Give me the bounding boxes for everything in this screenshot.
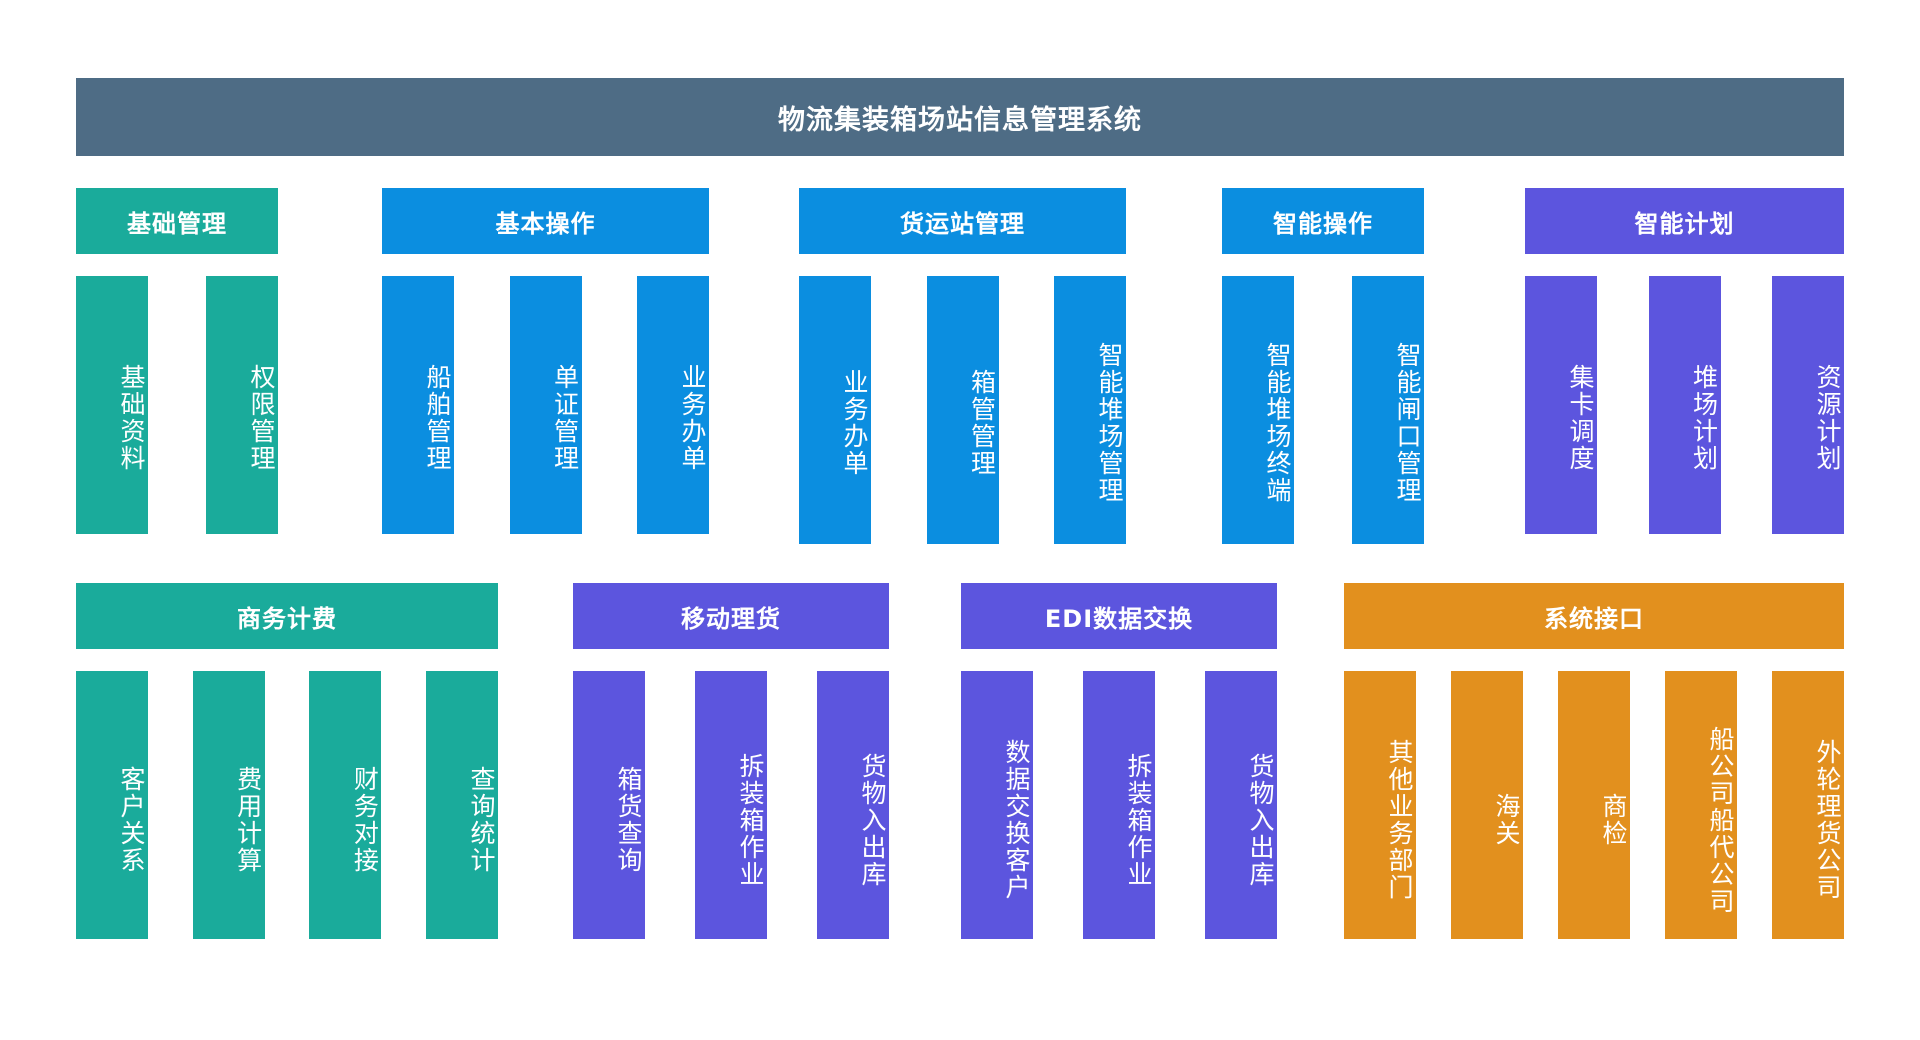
system-title-bar: 物流集装箱场站信息管理系统: [76, 78, 1844, 156]
group-header-intelligent-plan[interactable]: 智能计划: [1525, 188, 1844, 254]
group-title: 智能操作: [1273, 209, 1373, 238]
group-title: 货运站管理: [900, 209, 1025, 238]
group-title: EDI数据交换: [1044, 604, 1194, 633]
group-title: 移动理货: [681, 604, 781, 633]
group-title: 系统接口: [1544, 604, 1644, 633]
group-header-system-interface[interactable]: 系统接口: [1344, 583, 1844, 649]
module-item[interactable]: 集卡调度: [1525, 276, 1597, 534]
module-item[interactable]: 数据交换客户: [961, 671, 1033, 939]
module-item[interactable]: 费用计算: [192, 671, 265, 939]
module-item[interactable]: 客户关系: [76, 671, 148, 939]
group-header-basic-management[interactable]: 基础管理: [76, 188, 278, 254]
group-item-list: 智能堆场终端 智能闸口管理: [1222, 276, 1424, 544]
module-item[interactable]: 资源计划: [1772, 276, 1844, 534]
group-title: 基本操作: [495, 209, 596, 238]
group-item-list: 客户关系 费用计算 财务对接 查询统计: [76, 671, 498, 939]
group-item-list: 其他业务部门 海关 商检 船公司船代公司 外轮理货公司: [1344, 671, 1844, 939]
group-title: 商务计费: [237, 604, 337, 633]
group-intelligent-plan: 智能计划 集卡调度 堆场计划 资源计划: [1525, 188, 1844, 534]
module-item[interactable]: 船舶管理: [382, 276, 454, 534]
module-item[interactable]: 外轮理货公司: [1772, 671, 1844, 939]
module-item[interactable]: 查询统计: [425, 671, 498, 939]
group-item-list: 箱货查询 拆装箱作业 货物入出库: [573, 671, 889, 939]
group-header-edi-data-exchange[interactable]: EDI数据交换: [961, 583, 1277, 649]
module-item[interactable]: 权限管理: [206, 276, 278, 534]
group-title: 基础管理: [127, 209, 227, 238]
group-title: 智能计划: [1634, 209, 1735, 238]
module-item[interactable]: 其他业务部门: [1344, 671, 1416, 939]
module-item[interactable]: 货物入出库: [1205, 671, 1277, 939]
module-item[interactable]: 拆装箱作业: [1083, 671, 1155, 939]
group-header-mobile-tally[interactable]: 移动理货: [573, 583, 889, 649]
module-item[interactable]: 单证管理: [509, 276, 582, 534]
group-mobile-tally: 移动理货 箱货查询 拆装箱作业 货物入出库: [573, 583, 889, 939]
module-item[interactable]: 智能闸口管理: [1352, 276, 1424, 544]
module-item[interactable]: 业务办单: [799, 276, 871, 544]
module-item[interactable]: 财务对接: [309, 671, 382, 939]
module-item[interactable]: 基础资料: [76, 276, 148, 534]
module-item[interactable]: 智能堆场终端: [1222, 276, 1294, 544]
module-item[interactable]: 货物入出库: [817, 671, 889, 939]
module-item[interactable]: 箱货查询: [573, 671, 645, 939]
module-item[interactable]: 拆装箱作业: [695, 671, 767, 939]
module-item[interactable]: 箱管管理: [926, 276, 999, 544]
group-basic-management: 基础管理 基础资料 权限管理: [76, 188, 278, 534]
module-item[interactable]: 商检: [1558, 671, 1630, 939]
group-item-list: 集卡调度 堆场计划 资源计划: [1525, 276, 1844, 534]
module-item[interactable]: 海关: [1451, 671, 1523, 939]
group-item-list: 船舶管理 单证管理 业务办单: [382, 276, 709, 534]
group-system-interface: 系统接口 其他业务部门 海关 商检 船公司船代公司 外轮理货公司: [1344, 583, 1844, 939]
group-header-basic-operation[interactable]: 基本操作: [382, 188, 709, 254]
module-item[interactable]: 堆场计划: [1648, 276, 1721, 534]
group-item-list: 数据交换客户 拆装箱作业 货物入出库: [961, 671, 1277, 939]
group-intelligent-operation: 智能操作 智能堆场终端 智能闸口管理: [1222, 188, 1424, 544]
group-freight-station-management: 货运站管理 业务办单 箱管管理 智能堆场管理: [799, 188, 1126, 544]
group-header-freight-station-management[interactable]: 货运站管理: [799, 188, 1126, 254]
group-business-billing: 商务计费 客户关系 费用计算 财务对接 查询统计: [76, 583, 498, 939]
group-header-intelligent-operation[interactable]: 智能操作: [1222, 188, 1424, 254]
group-item-list: 业务办单 箱管管理 智能堆场管理: [799, 276, 1126, 544]
group-header-business-billing[interactable]: 商务计费: [76, 583, 498, 649]
module-item[interactable]: 智能堆场管理: [1054, 276, 1126, 544]
module-item[interactable]: 业务办单: [637, 276, 709, 534]
group-edi-data-exchange: EDI数据交换 数据交换客户 拆装箱作业 货物入出库: [961, 583, 1277, 939]
group-basic-operation: 基本操作 船舶管理 单证管理 业务办单: [382, 188, 709, 534]
system-title-text: 物流集装箱场站信息管理系统: [778, 104, 1142, 136]
group-item-list: 基础资料 权限管理: [76, 276, 278, 534]
module-item[interactable]: 船公司船代公司: [1665, 671, 1737, 939]
